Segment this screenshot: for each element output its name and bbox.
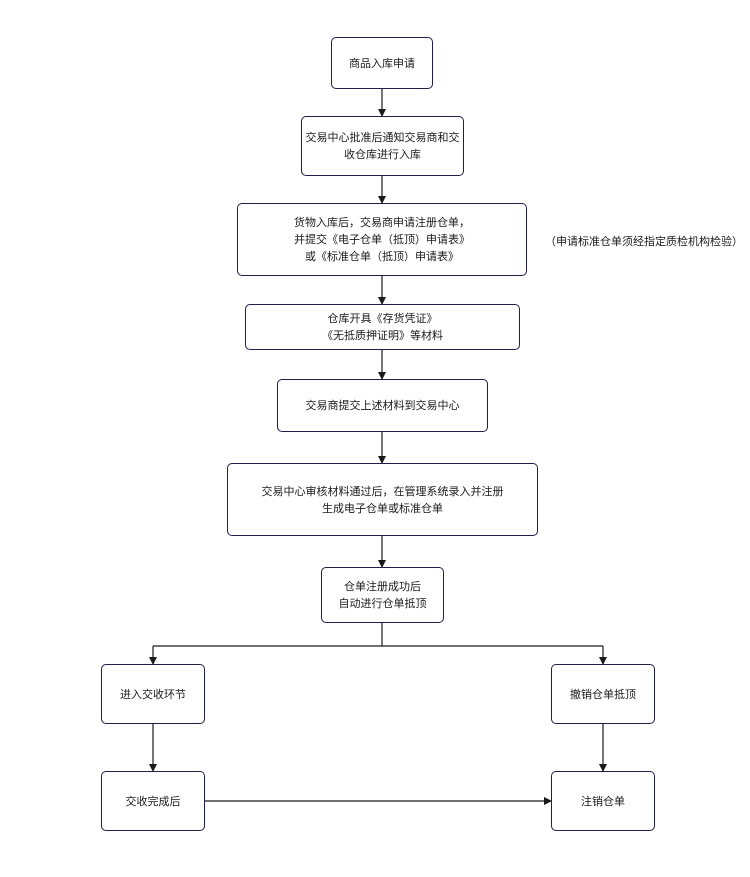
node-text: 商品入库申请 [349, 56, 415, 70]
node-text: 并提交《电子仓单（抵顶）申请表》 [294, 233, 470, 246]
node-text: 生成电子仓单或标准仓单 [322, 501, 443, 515]
connector-n7-split [153, 623, 383, 647]
node-text: 交收完成后 [125, 794, 181, 808]
node-text: 或《标准仓单（抵顶）申请表》 [305, 250, 459, 263]
node-text: 注销仓单 [581, 794, 625, 808]
node-enter-delivery: 进入交收环节 [101, 664, 205, 724]
node-register-warehouse-receipt: 货物入库后，交易商申请注册仓单， 并提交《电子仓单（抵顶）申请表》 或《标准仓单… [237, 203, 527, 276]
node-text: 收仓库进行入库 [344, 148, 421, 161]
node-text: 自动进行仓单抵顶 [338, 597, 427, 610]
node-text: 交易中心批准后通知交易商和交 [305, 131, 460, 144]
node-text: 交易商提交上述材料到交易中心 [305, 399, 460, 412]
inspection-note: （申请标准仓单须经指定质检机构检验） [545, 235, 743, 248]
node-text: 货物入库后，交易商申请注册仓单， [294, 216, 470, 229]
node-text: 撤销仓单抵顶 [570, 687, 636, 701]
node-goods-inbound-application: 商品入库申请 [331, 37, 433, 89]
node-text: 进入交收环节 [120, 687, 186, 701]
node-cancel-offset: 撤销仓单抵顶 [551, 664, 655, 724]
node-text: 交易中心审核材料通过后，在管理系统录入并注册 [261, 484, 504, 498]
node-text: 仓库开具《存货凭证》 [327, 312, 438, 325]
node-center-review-register: 交易中心审核材料通过后，在管理系统录入并注册 生成电子仓单或标准仓单 [227, 463, 538, 536]
node-text: 仓单注册成功后 [344, 580, 421, 593]
node-text: 《无抵质押证明》等材料 [322, 329, 443, 342]
node-submit-materials: 交易商提交上述材料到交易中心 [277, 379, 488, 432]
node-center-approval-notify: 交易中心批准后通知交易商和交 收仓库进行入库 [301, 116, 464, 176]
node-warehouse-issue-documents: 仓库开具《存货凭证》 《无抵质押证明》等材料 [245, 304, 520, 350]
node-cancel-receipt: 注销仓单 [551, 771, 655, 831]
node-auto-offset: 仓单注册成功后 自动进行仓单抵顶 [321, 567, 444, 623]
node-delivery-complete: 交收完成后 [101, 771, 205, 831]
